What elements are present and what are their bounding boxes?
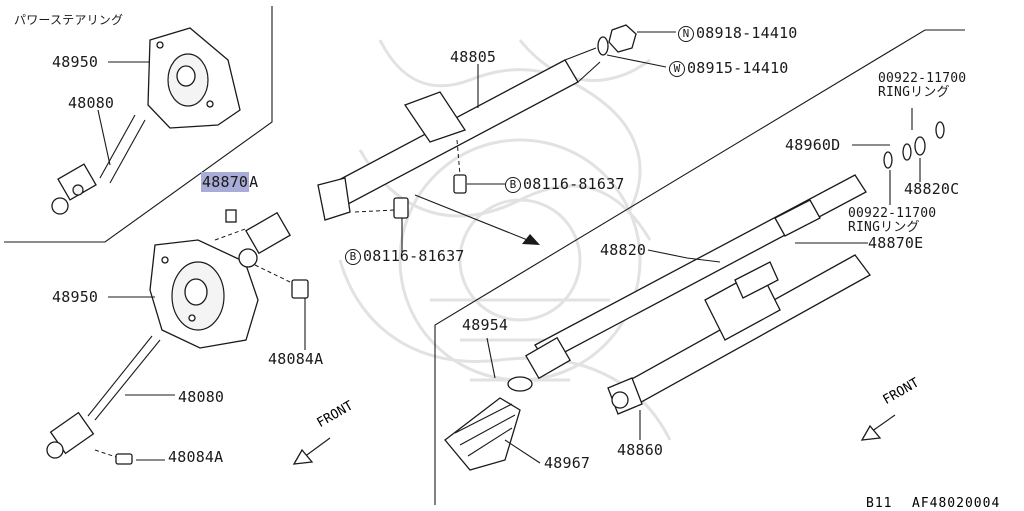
ring-top-number: 00922-11700 [878, 71, 967, 86]
ring-00922-mid [883, 151, 893, 169]
bolt-48084a-bottom [115, 453, 133, 465]
washer-08915 [597, 36, 609, 56]
bolt-08116-lower [393, 197, 409, 219]
part-08116-lower-number: 08116-81637 [363, 247, 465, 265]
part-48870e-label[interactable]: 48870E [868, 234, 924, 252]
part-48954-label[interactable]: 48954 [462, 316, 509, 334]
power-steering-label: パワーステアリング [14, 13, 124, 27]
model-code: B11 [866, 496, 893, 511]
part-08918-number: 08918-14410 [696, 24, 798, 42]
part-48967-label[interactable]: 48967 [544, 454, 591, 472]
part-48080-main-label[interactable]: 48080 [178, 388, 225, 406]
figure-code: AF48020004 [912, 496, 1001, 511]
nut-code-badge: N [678, 26, 694, 42]
part-48960d-label[interactable]: 48960D [785, 136, 841, 154]
part-48950-upper-label[interactable]: 48950 [52, 53, 99, 71]
joint-48870a [245, 211, 291, 255]
part-48870a-label[interactable]: 48870A [201, 172, 259, 192]
bolt-48084a-mid [291, 279, 309, 299]
upper-left-box [4, 6, 273, 243]
washer-48820c [914, 136, 926, 156]
part-08116-upper-number: 08116-81637 [523, 175, 625, 193]
bolt-08116-upper [453, 174, 467, 194]
part-08915-number: 08915-14410 [687, 59, 789, 77]
part-48805-label[interactable]: 48805 [450, 48, 497, 66]
nut-08918 [608, 24, 637, 53]
ring-top-text: RINGリング [878, 85, 950, 100]
ring-mid-text: RINGリング [848, 220, 920, 235]
part-48084a-mid-label[interactable]: 48084A [268, 350, 324, 368]
part-48870a-suffix: A [249, 173, 259, 191]
washer-code-badge: W [669, 61, 685, 77]
part-48870a-highlight: 48870 [201, 172, 250, 192]
part-48950-main-label[interactable]: 48950 [52, 288, 99, 306]
boot-48967 [444, 397, 521, 471]
part-48084a-bottom-label[interactable]: 48084A [168, 448, 224, 466]
part-48820c-label[interactable]: 48820C [904, 180, 960, 198]
bolt-code-badge-2: B [345, 249, 361, 265]
bolt-code-badge-1: B [505, 177, 521, 193]
ring-mid-number: 00922-11700 [848, 206, 937, 221]
ring-00922-top [935, 121, 945, 139]
part-48860-label[interactable]: 48860 [617, 441, 664, 459]
joint-48954 [525, 336, 571, 380]
shaft-48820 [534, 174, 867, 363]
part-48080-upper-label[interactable]: 48080 [68, 94, 115, 112]
part-48820-label[interactable]: 48820 [600, 241, 647, 259]
right-region-border [434, 29, 965, 505]
